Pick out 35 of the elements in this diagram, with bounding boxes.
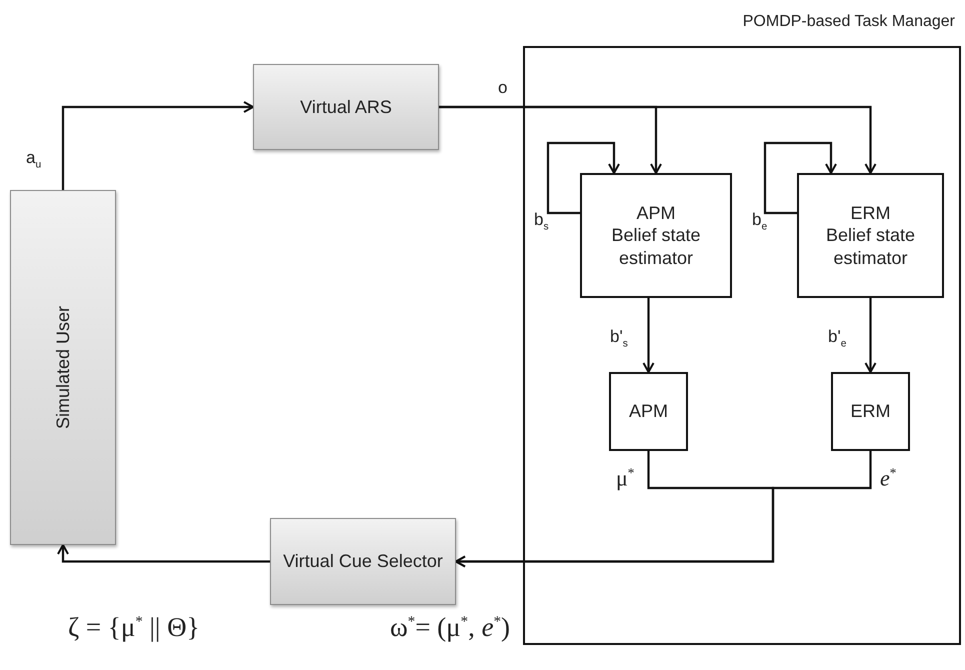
- module-box: [270, 518, 456, 605]
- edge-label: b$_{e}$: [752, 210, 768, 232]
- module-box: [253, 64, 439, 150]
- box-label: Simulated User: [52, 306, 74, 430]
- edge-label: e$^{*}$: [880, 465, 896, 492]
- process-box: [797, 173, 944, 298]
- box-label: Virtual Cue Selector: [282, 550, 444, 573]
- system-title: POMDP-based Task Manager: [742, 12, 955, 32]
- arrow: [62, 101, 254, 190]
- box-label: Belief state estimator: [610, 224, 702, 270]
- edge-label: b'$_{e}$: [828, 327, 846, 350]
- formula: ζ = {μ$^{*}$ || Θ}: [68, 612, 200, 643]
- edge-label: o: [498, 78, 508, 98]
- formula: ω$^{*}$= (μ$^{*}$, e$^{*}$): [390, 612, 510, 643]
- process-box: [609, 372, 688, 451]
- edge-label: a$_{u}$: [26, 148, 42, 170]
- edge-label: b'$_{s}$: [610, 327, 628, 350]
- edge-label: μ$^{*}$: [616, 465, 634, 492]
- edge-label: b$_{s}$: [534, 210, 549, 232]
- arrow: [57, 544, 270, 563]
- process-box: [831, 372, 910, 451]
- arrow: [864, 298, 876, 373]
- arrow: [546, 142, 620, 214]
- process-box: [580, 173, 732, 298]
- box-label: Virtual ARS: [299, 96, 393, 118]
- arrow: [764, 142, 837, 214]
- arrow: [642, 298, 654, 373]
- box-label: APM: [635, 202, 676, 224]
- box-label: ERM: [850, 400, 892, 423]
- module-box: [10, 190, 116, 545]
- box-label: Belief state estimator: [824, 224, 916, 270]
- box-label: ERM: [850, 202, 892, 224]
- arrow: [455, 451, 872, 568]
- arrow: [439, 106, 876, 174]
- box-label: APM: [628, 400, 669, 423]
